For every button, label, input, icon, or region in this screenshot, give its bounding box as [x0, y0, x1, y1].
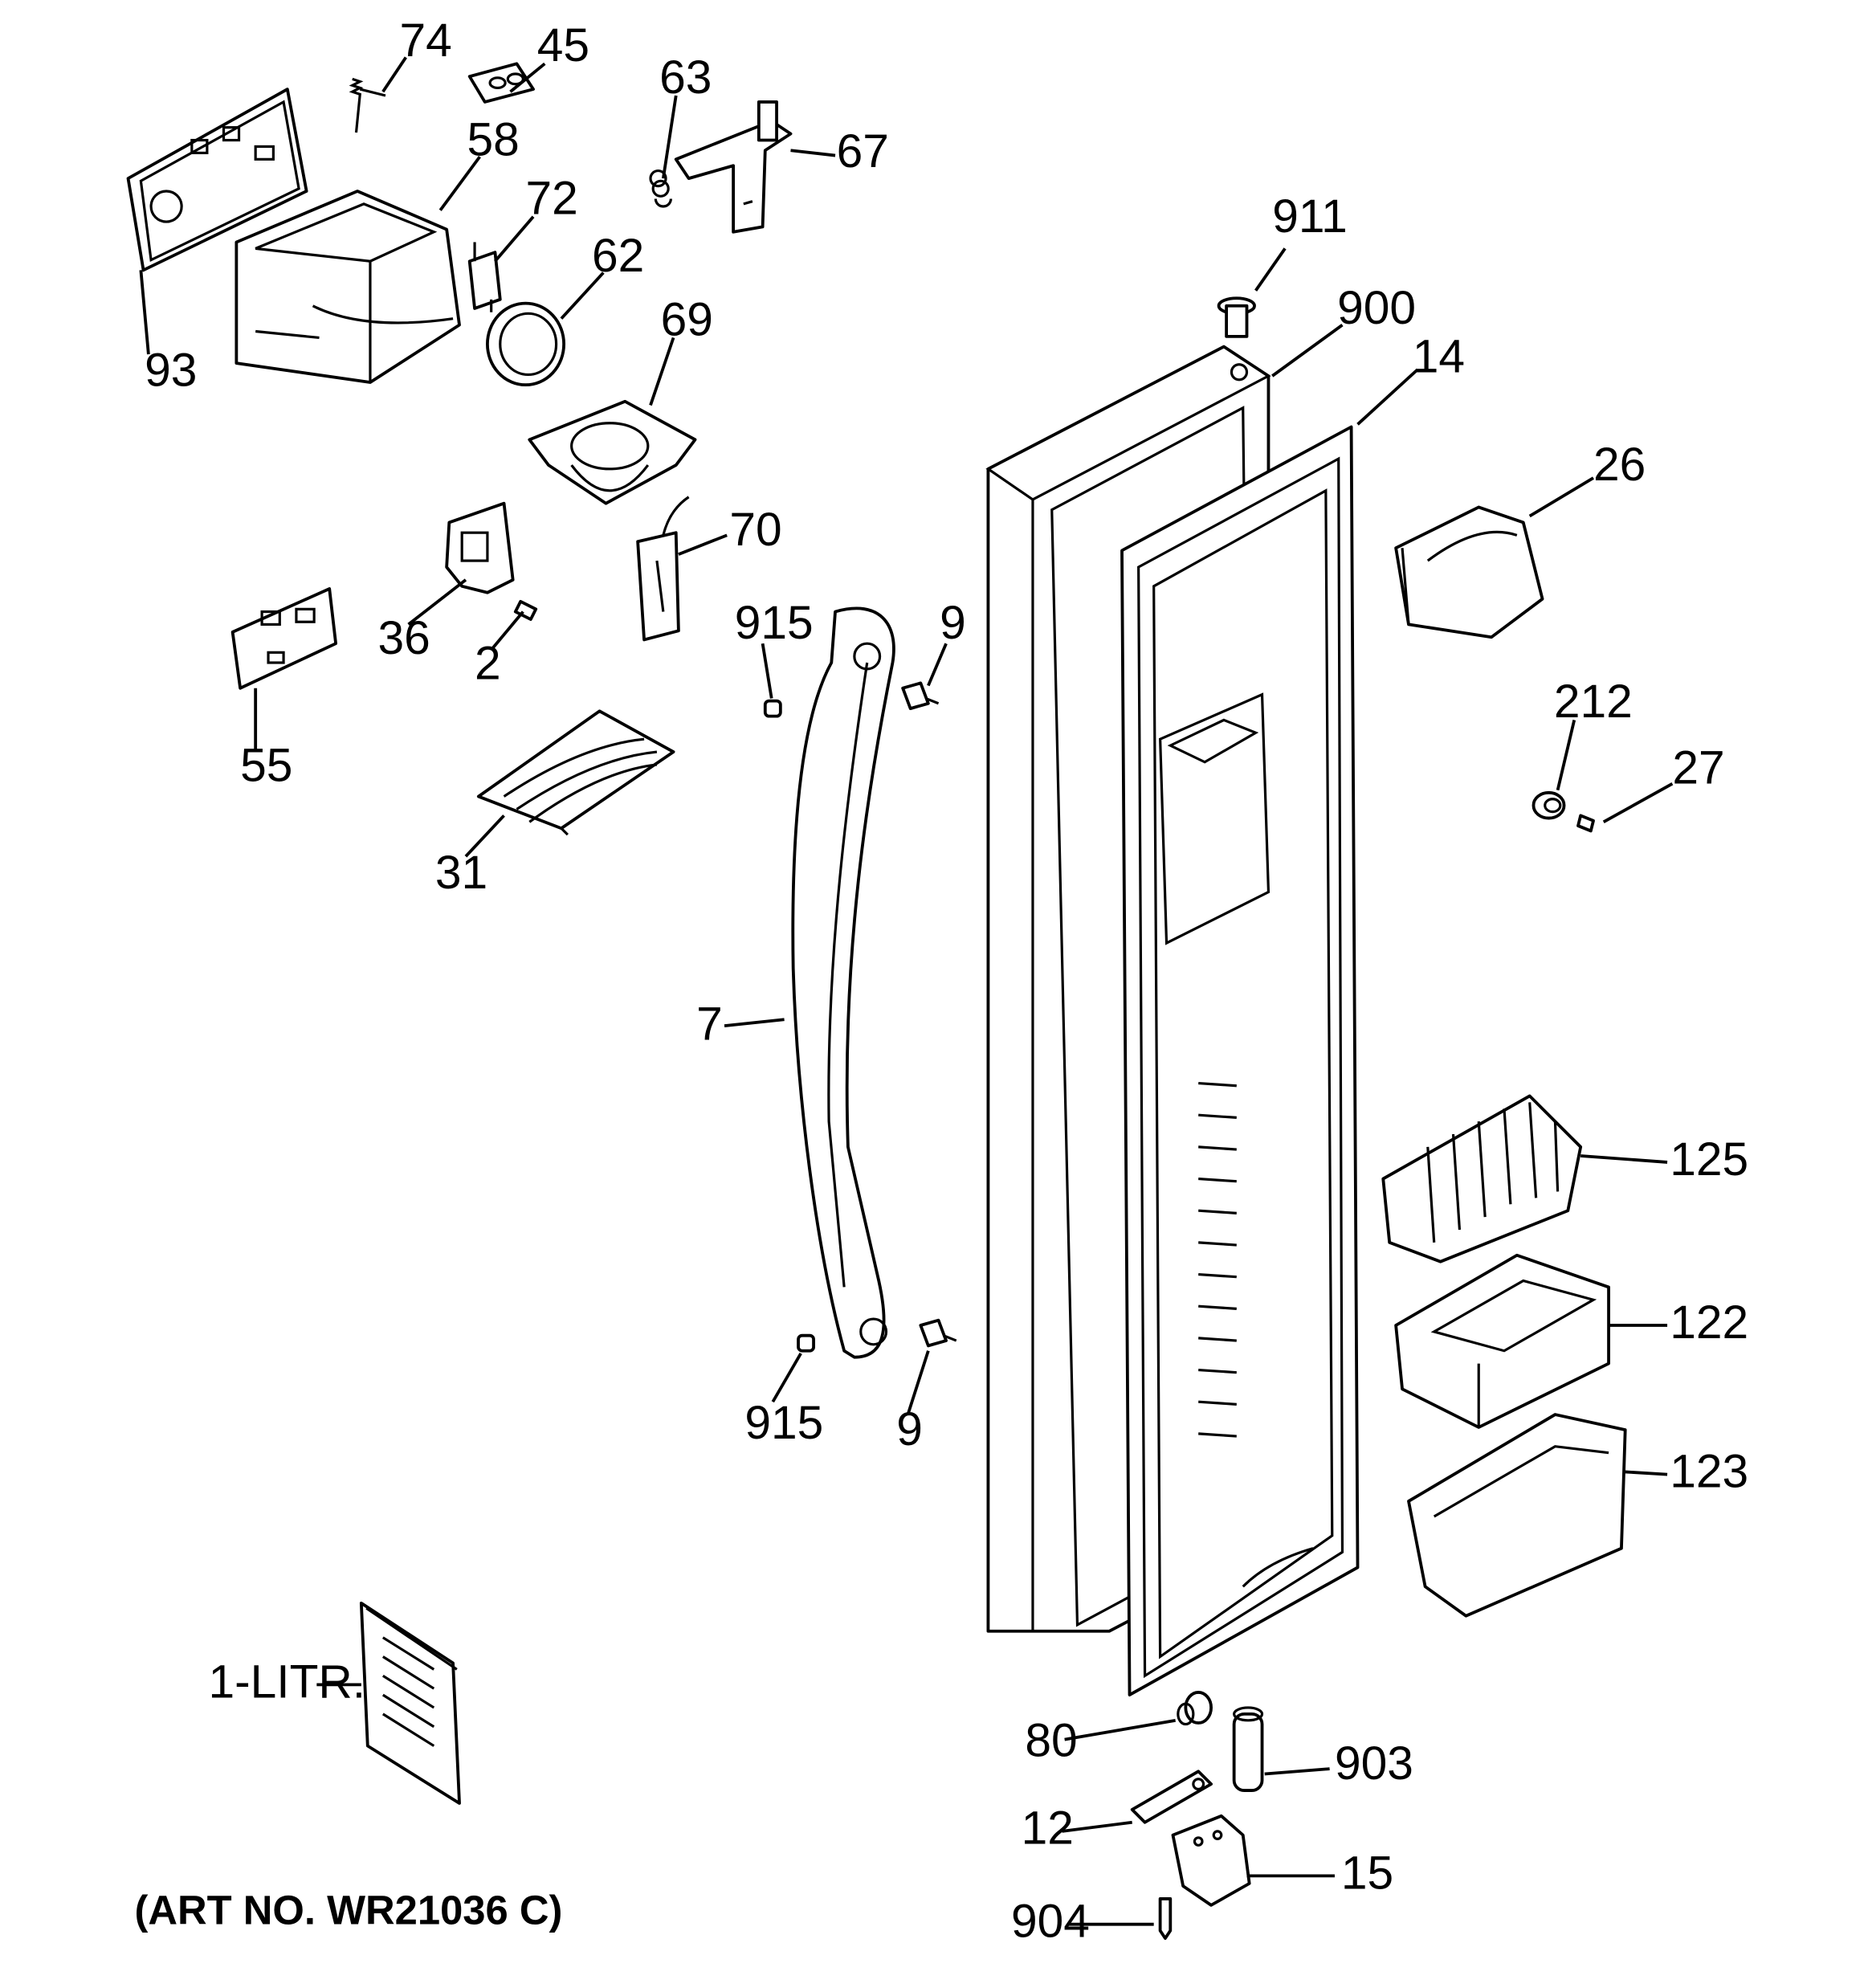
part-80-bushing [1177, 1691, 1213, 1726]
callout-903: 903 [1335, 1737, 1413, 1790]
callout-9-bottom: 9 [896, 1403, 923, 1455]
part-14-gasket [1120, 425, 1360, 1696]
callout-15: 15 [1341, 1847, 1393, 1899]
part-122-door-bin [1394, 1253, 1610, 1429]
callout-2: 2 [475, 638, 501, 690]
part-212-cap [1532, 790, 1566, 820]
part-26-bin [1394, 505, 1544, 639]
callout-7: 7 [696, 998, 723, 1051]
art-number: (ART NO. WR21036 C) [134, 1888, 562, 1933]
part-9-screw-top [901, 681, 940, 711]
callout-911: 911 [1272, 190, 1348, 243]
callout-80: 80 [1025, 1714, 1077, 1766]
callout-93: 93 [145, 345, 197, 397]
callout-70: 70 [729, 504, 781, 556]
part-904-screw [1158, 1897, 1173, 1941]
part-31-drip-tray [476, 709, 675, 836]
part-62-ring [486, 301, 566, 387]
part-45-bracket [467, 62, 535, 104]
part-1-literature [359, 1601, 461, 1805]
callout-212: 212 [1554, 676, 1633, 728]
callout-31: 31 [435, 847, 487, 899]
callout-55: 55 [240, 740, 292, 792]
part-7-handle [791, 606, 895, 1359]
part-55-board [230, 587, 338, 690]
callout-123: 123 [1670, 1445, 1748, 1497]
callout-900: 900 [1337, 282, 1416, 334]
callout-12: 12 [1022, 1802, 1074, 1855]
callout-63: 63 [659, 51, 712, 104]
callout-58: 58 [467, 114, 520, 166]
part-27-screw [1576, 814, 1595, 833]
part-9-screw-bottom [919, 1318, 957, 1348]
part-123-door-bin [1407, 1413, 1627, 1618]
leader-lines [139, 56, 1674, 1926]
part-58-dispenser-housing [235, 190, 461, 384]
callout-45: 45 [537, 19, 589, 71]
part-903-pin [1232, 1706, 1264, 1792]
callout-67: 67 [837, 125, 889, 178]
callout-915-bottom: 915 [744, 1397, 823, 1449]
part-2-screw [513, 599, 538, 621]
callout-14: 14 [1413, 330, 1465, 382]
callout-915-top: 915 [735, 597, 814, 649]
part-36-bracket [445, 501, 515, 594]
part-125-wire-shelf [1381, 1094, 1583, 1263]
callout-labels: 74 45 63 67 58 72 93 62 69 70 36 2 55 31… [145, 14, 1748, 1948]
part-63-spring [649, 169, 672, 208]
part-74-spring [349, 77, 386, 133]
callout-36: 36 [377, 612, 430, 664]
callout-125: 125 [1670, 1133, 1748, 1186]
callout-74: 74 [399, 14, 451, 67]
callout-27: 27 [1672, 742, 1724, 794]
callout-69: 69 [661, 293, 713, 345]
callout-904: 904 [1011, 1896, 1090, 1948]
callout-72: 72 [526, 173, 578, 225]
part-70-paddle [636, 496, 690, 642]
callout-9-top: 9 [940, 597, 966, 649]
part-72-switch [467, 242, 502, 312]
part-67-actuator [674, 100, 793, 234]
part-915-plug-top [763, 699, 782, 718]
part-12-plate [1130, 1770, 1213, 1824]
callout-26: 26 [1593, 439, 1646, 491]
part-15-hinge [1171, 1814, 1251, 1907]
callout-62: 62 [592, 230, 644, 282]
part-911-bushing [1217, 296, 1256, 338]
part-69-funnel [528, 399, 697, 505]
part-93-control-panel [126, 88, 308, 272]
callout-122: 122 [1670, 1296, 1748, 1349]
part-915-plug-bottom [797, 1333, 815, 1353]
callout-1-litr: 1-LITR. [208, 1655, 365, 1708]
